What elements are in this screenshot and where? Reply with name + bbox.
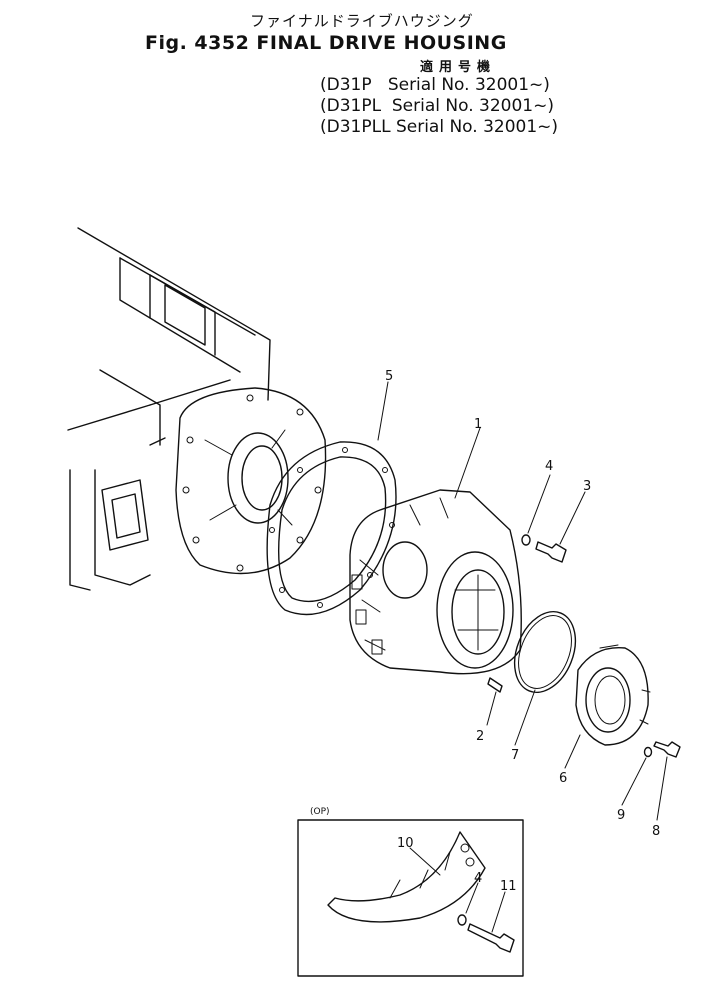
part-2-dowel-pin <box>487 677 503 693</box>
callout-10: 10 <box>397 836 414 851</box>
part-3-bolt <box>535 541 567 563</box>
callout-6: 6 <box>559 771 567 786</box>
callout-3: 3 <box>583 479 591 494</box>
part-9-washer <box>643 746 653 758</box>
callout-9: 9 <box>617 808 625 823</box>
part-4-washer <box>521 534 531 546</box>
serial-row-d31p: (D31P Serial No. 32001~) <box>320 75 550 95</box>
callout-11: 11 <box>500 879 517 894</box>
part-4-washer-option <box>457 914 467 926</box>
serial-row-d31pll: (D31PLL Serial No. 32001~) <box>320 117 559 137</box>
part-10-guard <box>327 831 486 923</box>
frame-housing-flange <box>175 387 327 575</box>
callout-5: 5 <box>385 369 393 384</box>
figure-title: Fig. 4352 FINAL DRIVE HOUSING <box>145 32 507 54</box>
part-5-gasket <box>266 441 397 616</box>
option-label: (OP) <box>310 807 330 817</box>
part-6-cover <box>575 644 651 746</box>
callout-4: 4 <box>545 459 553 474</box>
serial-applicability: 適用号機 (D31P Serial No. 32001~) (D31PL Ser… <box>320 56 620 138</box>
serial-header: 適用号機 <box>420 60 497 75</box>
callout-4-option: 4 <box>474 871 482 886</box>
figure-title-japanese: ファイナルドライブハウジング <box>250 12 474 30</box>
callout-2: 2 <box>476 729 484 744</box>
part-8-bolt <box>653 741 681 758</box>
part-7-o-ring <box>513 610 577 694</box>
part-1-final-drive-case <box>349 489 522 675</box>
callout-leaders <box>377 381 668 933</box>
callout-8: 8 <box>652 824 660 839</box>
tractor-frame <box>67 227 271 591</box>
serial-row-d31pl: (D31PL Serial No. 32001~) <box>320 96 554 116</box>
part-11-bolt <box>467 923 515 953</box>
callout-1: 1 <box>474 417 482 432</box>
callout-7: 7 <box>511 748 519 763</box>
option-box <box>297 819 524 977</box>
